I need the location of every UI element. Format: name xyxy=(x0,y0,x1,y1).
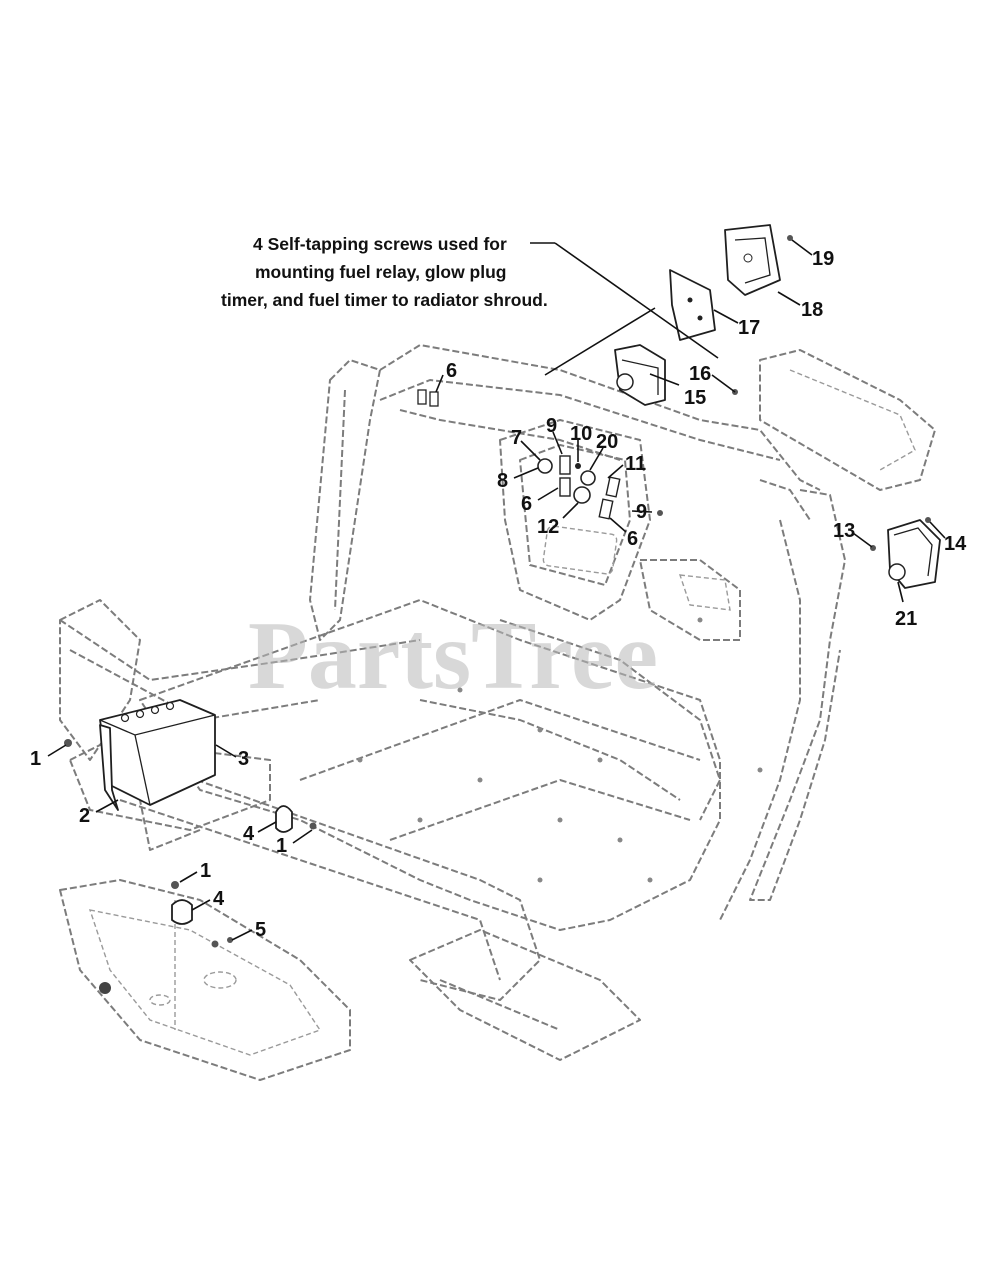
callout-12: 12 xyxy=(537,516,559,538)
callout-17: 17 xyxy=(738,317,760,339)
callout-10: 10 xyxy=(570,423,592,445)
callout-1: 1 xyxy=(276,835,287,857)
fuel-timer xyxy=(614,344,666,406)
callout-16: 16 xyxy=(689,363,711,385)
callout-1: 1 xyxy=(30,748,41,770)
callout-9: 9 xyxy=(636,501,647,523)
hardware-clamps xyxy=(64,235,931,994)
glow-plug-timer xyxy=(724,224,781,296)
callout-2: 2 xyxy=(79,805,90,827)
callout-4: 4 xyxy=(243,823,255,845)
callout-6: 6 xyxy=(446,360,457,382)
callout-9: 9 xyxy=(546,415,557,437)
watermark-text: PartsTree xyxy=(248,602,658,710)
callout-7: 7 xyxy=(511,427,522,449)
callout-3: 3 xyxy=(238,748,249,770)
callout-labels: 1 2 3 4 1 1 4 5 6 7 8 9 10 20 6 11 12 9 … xyxy=(30,248,967,941)
callout-18: 18 xyxy=(801,299,823,321)
callout-1: 1 xyxy=(200,860,211,882)
battery-hold-down xyxy=(99,724,119,811)
fuel-relay-bracket xyxy=(669,269,716,341)
callout-8: 8 xyxy=(497,470,508,492)
callout-20: 20 xyxy=(596,431,618,453)
battery xyxy=(99,699,216,806)
callout-19: 19 xyxy=(812,248,834,270)
note-line-3: timer, and fuel timer to radiator shroud… xyxy=(221,290,548,310)
callout-14: 14 xyxy=(944,533,967,555)
headlight-right xyxy=(887,519,941,589)
callout-21: 21 xyxy=(895,608,917,630)
callout-5: 5 xyxy=(255,919,266,941)
leader-lines xyxy=(47,239,946,941)
screw-note: 4 Self-tapping screws used for mounting … xyxy=(221,234,548,310)
callout-4: 4 xyxy=(213,888,225,910)
note-line-1: 4 Self-tapping screws used for xyxy=(253,234,507,254)
chassis-frame xyxy=(59,344,936,1081)
callout-11: 11 xyxy=(625,453,646,475)
note-line-2: mounting fuel relay, glow plug xyxy=(255,262,506,282)
callout-6: 6 xyxy=(627,528,638,550)
callout-6: 6 xyxy=(521,493,532,515)
callout-13: 13 xyxy=(833,520,855,542)
dash-switches xyxy=(417,389,621,520)
callout-15: 15 xyxy=(684,387,706,409)
